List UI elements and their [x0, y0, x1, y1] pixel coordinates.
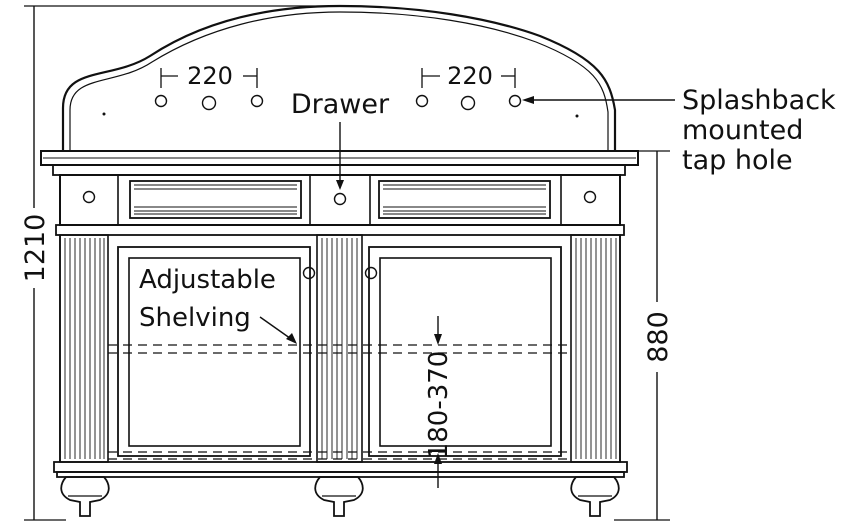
pilaster-right [570, 234, 621, 463]
foot-right [570, 476, 620, 517]
adjustable-shelf [108, 344, 571, 460]
door-knob-left [302, 266, 316, 280]
splashback-label-line1: Splashback [682, 85, 836, 116]
splashback-label-line2: mounted [682, 115, 803, 146]
pilaster-left [59, 234, 109, 463]
splashback-fixing-dot-left [102, 112, 106, 116]
shelving-label-line2: Shelving [139, 303, 251, 333]
body-height-label: 880 [643, 311, 674, 363]
tap-spacing-right-label: 220 [447, 62, 493, 90]
drawer-callout: Drawer [291, 89, 390, 190]
tap-hole-left-2 [201, 95, 217, 111]
tap-spacing-dimension-left: 220 [160, 62, 258, 90]
overall-height-label: 1210 [20, 214, 51, 283]
drawer-knob-center [333, 192, 347, 206]
splashback-callout: Splashback mounted tap hole [522, 85, 836, 176]
pilaster-center [316, 234, 363, 463]
door-knob-right [364, 266, 378, 280]
shelf-range-label: 180-370 [424, 351, 454, 460]
tap-hole-right-3 [508, 94, 522, 108]
overall-height-dimension: 1210 [20, 5, 338, 521]
tap-holes [154, 94, 522, 111]
tap-hole-right-1 [415, 94, 429, 108]
drawer-front-right [378, 180, 551, 219]
drawer-knob-right [583, 190, 597, 204]
door-left [117, 246, 316, 457]
drawer-label: Drawer [291, 89, 390, 120]
splashback [61, 4, 617, 152]
shelving-label-line1: Adjustable [139, 265, 276, 295]
splashback-fixing-dot-right [575, 114, 579, 118]
shelf-range-dimension: 180-370 [424, 316, 454, 488]
splashback-label-line3: tap hole [682, 145, 793, 176]
tap-hole-left-3 [250, 94, 264, 108]
cabinet-body [53, 224, 628, 478]
drawer-knob-left [82, 190, 96, 204]
tap-spacing-dimension-right: 220 [421, 62, 516, 90]
foot-center [314, 476, 364, 517]
shelving-callout: Adjustable Shelving [139, 265, 297, 344]
foot-left [60, 476, 110, 517]
door-right [364, 246, 562, 457]
tap-hole-left-1 [154, 94, 168, 108]
body-height-dimension: 880 [614, 150, 674, 521]
tap-hole-right-2 [460, 95, 476, 111]
tap-spacing-left-label: 220 [187, 62, 233, 90]
drawer-front-left [129, 180, 302, 219]
